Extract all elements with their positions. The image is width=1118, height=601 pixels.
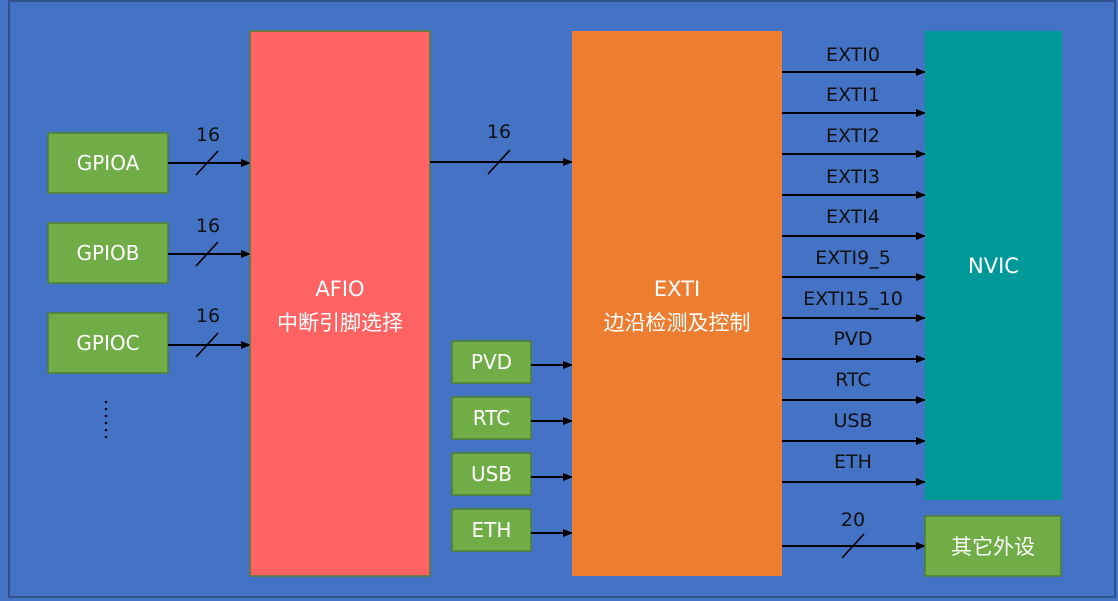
- gpio-port-c-label: GPIOC: [76, 331, 139, 355]
- exti-source-rtc-label: RTC: [473, 406, 510, 430]
- ellipsis-dot: [104, 400, 108, 404]
- bus-width-label: 20: [841, 509, 865, 531]
- bus-gpioa-afio: 16: [168, 124, 251, 176]
- exti-block: EXTI 边沿检测及控制: [572, 31, 782, 576]
- gpio-port-c-box: [47, 312, 169, 374]
- diagram-frame: [8, 0, 1116, 598]
- afio-subtitle: 中断引脚选择: [277, 311, 403, 335]
- interrupt-line-label: EXTI0: [826, 44, 880, 66]
- bus-width-label: 16: [196, 215, 220, 237]
- exti-title: EXTI: [654, 277, 700, 301]
- exti-nvic-line-10: ETH: [782, 451, 926, 486]
- exti-source-pvd-box: [451, 340, 532, 384]
- gpio-more-ellipsis: [104, 400, 108, 439]
- exti-nvic-line-9: USB: [782, 410, 926, 445]
- exti-nvic-line-5: EXTI9_5: [782, 247, 926, 281]
- interrupt-line-label: ETH: [834, 451, 872, 473]
- nvic-block: NVIC: [925, 31, 1062, 500]
- other-peripherals-label: 其它外设: [951, 535, 1035, 559]
- exti-nvic-line-1: EXTI1: [782, 84, 926, 117]
- afio-title: AFIO: [315, 277, 364, 301]
- exti-source-rtc-box: [451, 396, 532, 440]
- afio-box: [249, 30, 431, 577]
- gpio-port-c: GPIOC: [47, 312, 169, 374]
- bus-width-slash: [195, 150, 219, 176]
- exti-source-eth: ETH: [451, 508, 573, 552]
- bus-gpioc-afio: 16: [168, 305, 251, 358]
- bus-width-label: 16: [196, 124, 220, 146]
- afio-block: AFIO 中断引脚选择: [249, 30, 431, 577]
- bus-gpiob-afio: 16: [168, 215, 251, 267]
- exti-source-eth-label: ETH: [472, 518, 512, 542]
- bus-width-label: 16: [487, 121, 511, 143]
- exti-box: [572, 31, 782, 576]
- exti-nvic-line-2: EXTI2: [782, 125, 926, 158]
- gpio-port-b-label: GPIOB: [77, 241, 140, 265]
- interrupt-line-label: EXTI3: [826, 166, 880, 188]
- bus-afio-exti: 16: [430, 121, 573, 175]
- interrupt-line-label: EXTI2: [826, 125, 880, 147]
- interrupt-line-label: EXTI4: [826, 206, 880, 228]
- exti-nvic-line-7: PVD: [782, 328, 926, 363]
- bus-width-label: 16: [196, 305, 220, 327]
- interrupt-line-label: EXTI15_10: [803, 288, 903, 310]
- bus-exti-other: 20: [782, 509, 926, 559]
- gpio-port-a: GPIOA: [47, 132, 169, 194]
- exti-subtitle: 边沿检测及控制: [604, 311, 751, 335]
- exti-nvic-line-0: EXTI0: [782, 44, 926, 76]
- other-peripherals: 其它外设: [924, 515, 1062, 577]
- other-peripherals-box: [924, 515, 1062, 577]
- ellipsis-dot: [104, 421, 108, 425]
- interrupt-line-label: USB: [833, 410, 872, 432]
- exti-source-usb-box: [451, 452, 532, 496]
- interrupt-line-label: PVD: [833, 328, 872, 350]
- nvic-box: [925, 31, 1062, 500]
- exti-nvic-line-6: EXTI15_10: [782, 288, 926, 322]
- exti-nvic-line-3: EXTI3: [782, 166, 926, 199]
- gpio-port-a-box: [47, 132, 169, 194]
- exti-source-eth-box: [451, 508, 532, 552]
- ellipsis-dot: [104, 414, 108, 418]
- gpio-port-b: GPIOB: [47, 222, 169, 284]
- ellipsis-dot: [104, 428, 108, 432]
- bus-width-slash: [195, 332, 219, 358]
- gpio-port-b-box: [47, 222, 169, 284]
- exti-source-rtc: RTC: [451, 396, 573, 440]
- exti-nvic-line-4: EXTI4: [782, 206, 926, 240]
- ellipsis-dot: [104, 435, 108, 439]
- bus-width-slash: [487, 149, 511, 175]
- bus-width-slash: [841, 533, 865, 559]
- nvic-label: NVIC: [968, 254, 1019, 278]
- interrupt-line-label: EXTI9_5: [815, 247, 891, 269]
- exti-source-pvd: PVD: [451, 340, 573, 384]
- ellipsis-dot: [104, 407, 108, 411]
- bus-width-slash: [195, 241, 219, 267]
- exti-source-usb: USB: [451, 452, 573, 496]
- interrupt-line-label: RTC: [835, 369, 871, 391]
- gpio-port-a-label: GPIOA: [77, 151, 140, 175]
- exti-source-pvd-label: PVD: [471, 350, 512, 374]
- interrupt-line-label: EXTI1: [826, 84, 880, 106]
- exti-nvic-line-8: RTC: [782, 369, 926, 404]
- exti-source-usb-label: USB: [471, 462, 512, 486]
